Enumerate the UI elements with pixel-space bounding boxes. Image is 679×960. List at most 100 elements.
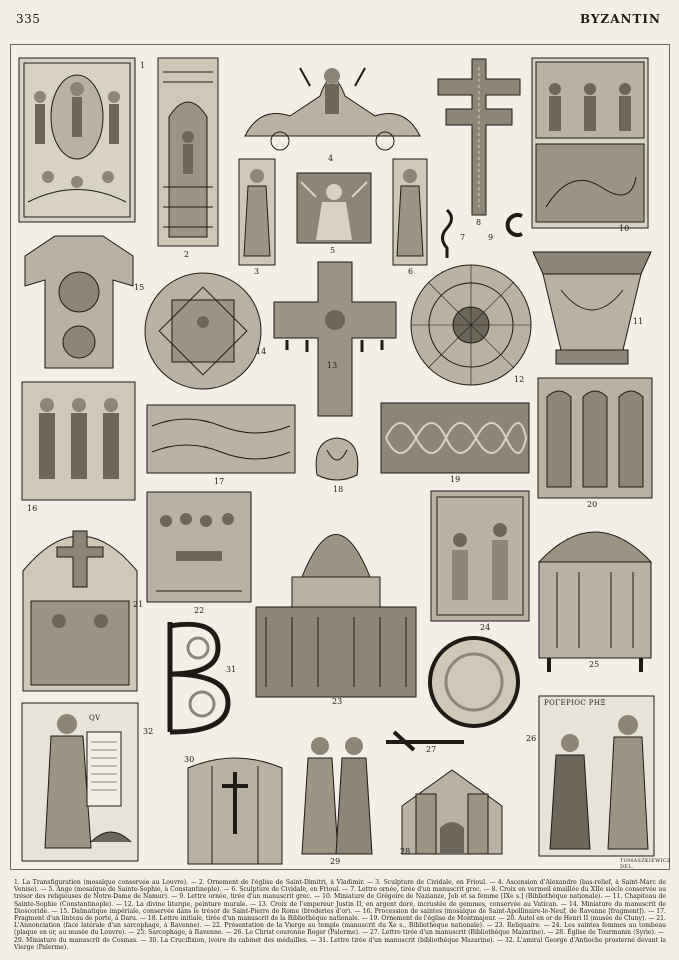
figure-28-eglise-tourmanin: 28: [396, 766, 508, 858]
caption-13: 13. Croix de l'empereur Justin II, en ar…: [258, 900, 567, 908]
caption-16: 16. Procession de saintes (mosaïque de S…: [362, 907, 655, 915]
caption-3: 3. Sculpture de Cividale, en Frioul. —: [375, 879, 496, 886]
page-number: 335: [16, 12, 41, 26]
caption-6: 6. Sculpture de Cividale, en Frioul. —: [231, 886, 349, 894]
figure-2-ornament-vladimir: 2: [157, 57, 219, 259]
caption-21: 21. L'Annonciation (face latérale d'un s…: [14, 915, 666, 930]
figure-number-6: 6: [408, 267, 414, 276]
inscription-qv: QV: [89, 714, 101, 722]
figure-5-ange-mosaique: 5: [296, 172, 372, 255]
caption-7: 7. Lettre ornée, tirée d'un manuscrit gr…: [350, 886, 490, 894]
figure-number-28: 28: [400, 847, 411, 856]
figure-25-sarcophage-ravenne: 25: [537, 512, 653, 674]
caption-18: 18. Lettre initiale, tirée d'un manuscri…: [147, 915, 368, 923]
figure-number-24: 24: [480, 623, 491, 632]
figure-29-miniature-cosmas: 29: [300, 732, 376, 866]
caption-31: 31. Lettre tirée d'un manuscrit (bibliot…: [318, 936, 503, 944]
figure-30-crucifixion-ivoire: 30: [184, 754, 284, 866]
figure-number-29: 29: [330, 857, 341, 866]
figure-number-18: 18: [333, 485, 344, 494]
figure-number-27: 27: [426, 745, 437, 754]
caption-4: 4. Ascension d'Alexandre (bas-relief, à …: [14, 879, 666, 894]
figure-14-dioscoride: 14: [142, 270, 267, 392]
figure-number-3: 3: [254, 267, 260, 276]
figure-31-lettre-manuscrit: 31: [158, 618, 238, 736]
figure-4-ascension-alexandre: 4: [240, 56, 425, 163]
figure-9-ornate-letter: 9: [488, 212, 526, 242]
caption-24: 24. Les saintes femmes au tombeau (plaqu…: [14, 922, 666, 937]
figure-number-15: 15: [134, 283, 145, 292]
caption-30: 30. La Crucifixion, ivoire du cabinet de…: [148, 936, 317, 944]
figure-11-chapiteau: 11: [531, 240, 653, 368]
figure-number-23: 23: [332, 697, 343, 706]
illustration-plate: [10, 44, 670, 870]
caption-11: 11. Chapiteau de Sainte-Sophie (Constant…: [14, 893, 666, 908]
figure-15-dalmatique: 15: [20, 232, 144, 372]
figure-number-9: 9: [488, 233, 494, 242]
figure-number-7: 7: [460, 233, 466, 242]
figure-18-lettre-initiale: 18: [307, 430, 367, 494]
figure-23-reliquaire: 23: [252, 502, 420, 706]
figure-number-16: 16: [27, 504, 38, 513]
figure-number-11: 11: [633, 317, 644, 326]
figure-number-25: 25: [589, 660, 600, 669]
caption-32: 32. L'amiral George d'Antioche prosterné…: [14, 936, 666, 951]
caption-12: 12. La divine liturgie, peinture murale.…: [123, 900, 257, 908]
caption-10: 10. Miniature de Grégoire de Nazianze, J…: [322, 893, 611, 901]
plate-title: BYZANTIN: [579, 12, 661, 26]
figure-22-presentation-vierge: 22: [146, 491, 252, 615]
figure-number-19: 19: [450, 475, 461, 484]
figure-number-22: 22: [194, 606, 205, 615]
figure-20-autel-henri: 20: [537, 377, 653, 509]
figure-number-8: 8: [476, 218, 482, 227]
caption-25: 25. Sarcophage, à Ravenne. —: [136, 929, 232, 937]
inscription-rogerios-rex: ΡΟΓΕΡΙΟϹ ΡΗΞ: [544, 699, 606, 707]
figure-24-saintes-femmes: 24: [430, 490, 530, 632]
figure-21-annonciation: 21: [21, 511, 143, 693]
caption-23: 23. Reliquaire. —: [494, 922, 550, 930]
figure-number-21: 21: [133, 600, 144, 609]
figure-8-enamel-cross: 8: [434, 57, 524, 227]
caption-29: 29. Miniature du manuscrit de Cosmas. —: [14, 936, 147, 944]
figure-number-1: 1: [140, 61, 146, 70]
figure-26-christ-couronne-roger: ΡΟΓΕΡΙΟϹ ΡΗΞ 26: [526, 695, 655, 857]
figure-12-divine-liturgie: 12: [408, 262, 534, 388]
caption-19: 19. Ornement de l'église de Montmajour. …: [369, 915, 505, 923]
figure-number-13: 13: [327, 361, 338, 370]
figure-number-14: 14: [256, 347, 267, 356]
figure-number-10: 10: [619, 224, 630, 233]
figure-number-12: 12: [514, 375, 525, 384]
caption-20: 20. Autel en or de Henri II (musée de Cl…: [506, 915, 655, 923]
figure-16-procession-saintes: 16: [21, 381, 136, 513]
figure-number-30: 30: [184, 755, 195, 764]
caption-17: 17. Fragment d'un linteau de porte, à Da…: [14, 907, 666, 923]
caption-14: 14. Miniature du manuscrit de Dioscoride…: [14, 900, 666, 915]
figure-19-ornement-montmajour: 19: [380, 402, 530, 484]
figure-number-32: 32: [143, 727, 154, 736]
figure-number-5: 5: [330, 246, 336, 255]
figure-17-linteau-daru: 17: [146, 404, 296, 486]
figure-32-george-antioche: QV 32: [21, 702, 153, 862]
figure-number-4: 4: [328, 154, 334, 163]
figure-number-17: 17: [214, 477, 225, 486]
figure-13-croix-justin: 13: [272, 260, 398, 418]
figure-number-20: 20: [587, 500, 598, 509]
figure-10-miniature-gregoire: 10: [531, 57, 649, 233]
figure-3-sculpture-cividale: 3: [238, 158, 276, 276]
caption-5: 5. Ange (mosaïque de Sainte-Sophie, à Co…: [48, 886, 230, 894]
figure-captions: 1. La Transfiguration (mosaïque conservé…: [14, 879, 666, 953]
caption-1: 1. La Transfiguration (mosaïque conservé…: [14, 879, 197, 886]
caption-26: 26. Le Christ couronne Roger (Palerme). …: [233, 929, 369, 937]
caption-22: 22. Présentation de la Vierge au temple …: [212, 922, 493, 930]
caption-15: 15. Dalmatique impériale, conservée dans…: [59, 907, 361, 915]
caption-2: 2. Ornement de l'église de Saint-Dimitri…: [198, 879, 374, 886]
engraver-signature: TOMASZKIEWICZ DEL.: [620, 858, 671, 870]
figure-number-2: 2: [184, 250, 190, 259]
figure-number-26: 26: [526, 734, 537, 743]
figure-7-ornate-letter: 7: [436, 208, 465, 260]
figure-27-lettre-mazarine: 27: [384, 632, 524, 762]
figure-6-sculpture-cividale: 6: [392, 158, 428, 276]
caption-28: 28. Église de Tourmanin (Syrie). —: [555, 929, 664, 937]
figure-1-transfiguration: 1: [18, 57, 145, 223]
